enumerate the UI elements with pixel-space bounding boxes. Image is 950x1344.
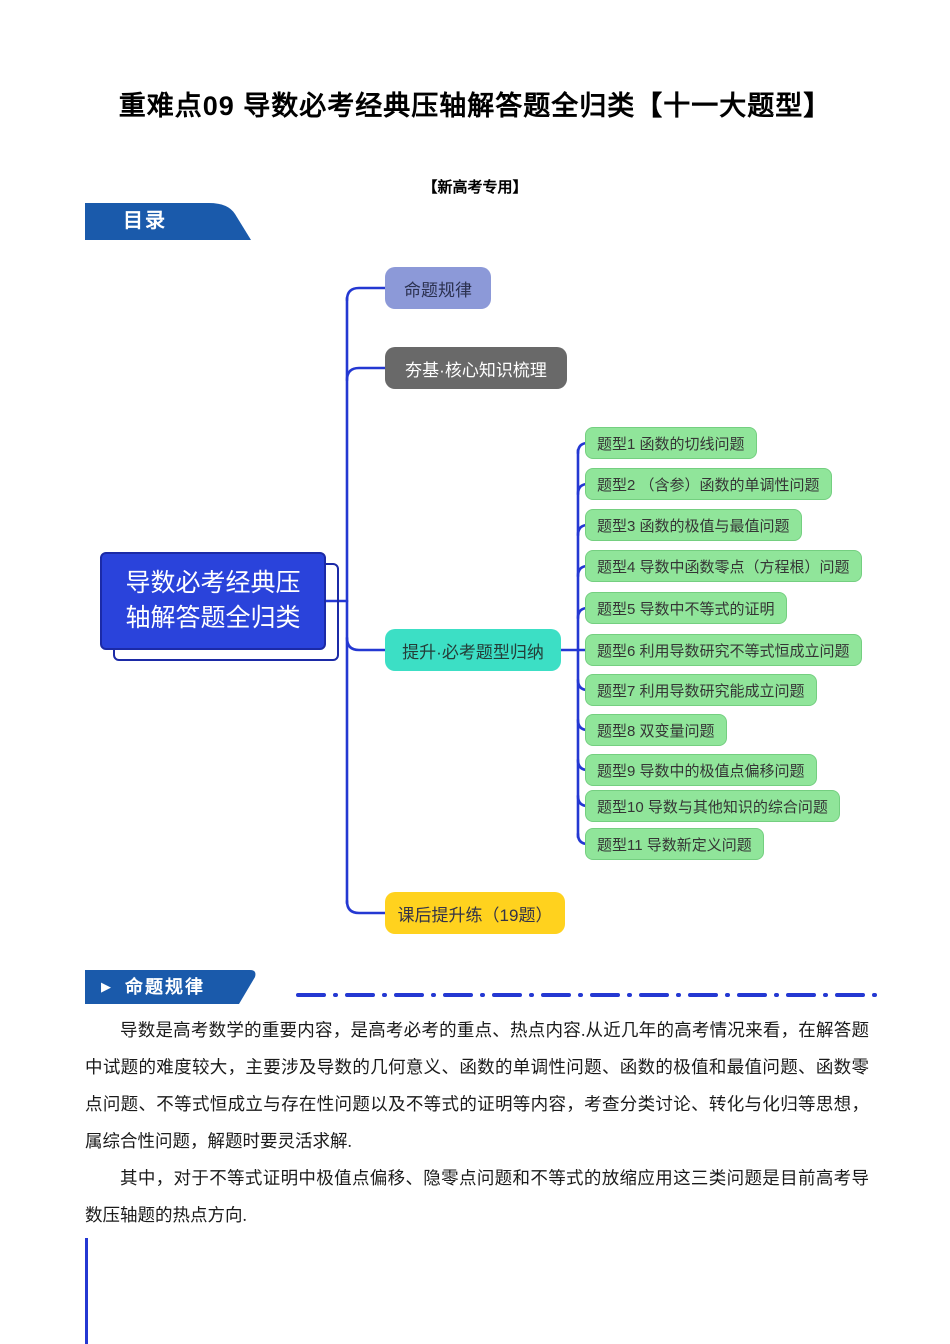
branch-practice: 课后提升练（19题） [385,892,565,934]
page-subtitle: 【新高考专用】 [422,180,528,196]
section-banner-label: 命题规律 [125,977,205,997]
root-node-line1: 导数必考经典压 [125,569,301,597]
topic-item-6: 题型6 利用导数研究不等式恒成立问题 [585,634,862,666]
root-node-line2: 轴解答题全归类 [125,604,301,632]
toc-banner: 目录 [85,203,251,240]
topic-item-2: 题型2 （含参）函数的单调性问题 [585,468,832,500]
topic-item-8: 题型8 双变量问题 [585,714,727,746]
play-icon: ▶ [101,979,111,994]
branch-rules: 命题规律 [385,267,491,309]
root-node: 导数必考经典压 轴解答题全归类 [100,552,326,650]
topic-item-3: 题型3 函数的极值与最值问题 [585,509,802,541]
toc-ribbon-shape [85,203,251,240]
topic-item-5: 题型5 导数中不等式的证明 [585,592,787,624]
branch-topics: 提升·必考题型归纳 [385,629,561,671]
toc-banner-label: 目录 [123,210,167,232]
topic-item-9: 题型9 导数中的极值点偏移问题 [585,754,817,786]
section-banner: ▶ 命题规律 [85,970,257,1004]
paragraph-1: 导数是高考数学的重要内容，是高考必考的重点、热点内容.从近几年的高考情况来看，在… [85,1020,869,1151]
topic-item-1: 题型1 函数的切线问题 [585,427,757,459]
paragraph-2: 其中，对于不等式证明中极值点偏移、隐零点问题和不等式的放缩应用这三类问题是目前高… [85,1168,869,1225]
topic-item-10: 题型10 导数与其他知识的综合问题 [585,790,840,822]
topic-item-11: 题型11 导数新定义问题 [585,828,764,860]
topic-item-4: 题型4 导数中函数零点（方程根）问题 [585,550,862,582]
page-title: 重难点09 导数必考经典压轴解答题全归类【十一大题型】 [118,91,832,121]
section-ribbon-shape [85,970,256,1004]
topic-item-7: 题型7 利用导数研究能成立问题 [585,674,817,706]
body-text: 导数是高考数学的重要内容，是高考必考的重点、热点内容.从近几年的高考情况来看，在… [85,1012,869,1234]
branch-foundation: 夯基·核心知识梳理 [385,347,567,389]
